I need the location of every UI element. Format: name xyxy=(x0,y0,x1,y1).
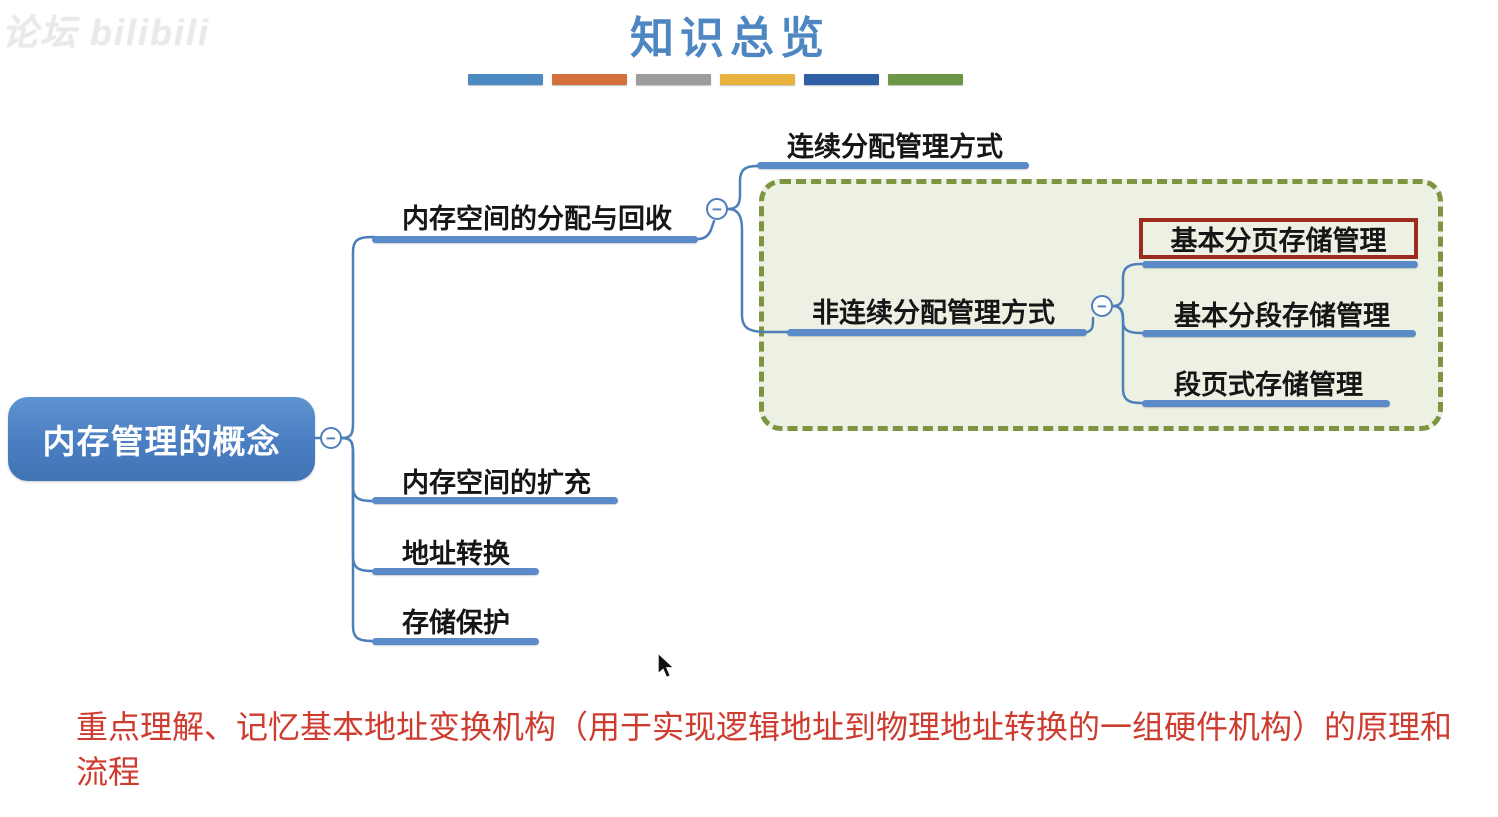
legend-bar xyxy=(804,74,879,85)
legend-bar xyxy=(888,74,963,85)
collapse-icon-noncontiguous[interactable]: − xyxy=(1091,295,1113,317)
node-storage-protection[interactable]: 存储保护 xyxy=(402,608,510,638)
node-line-basic-paging[interactable] xyxy=(1142,261,1418,268)
node-line-address-translation[interactable] xyxy=(372,568,539,575)
node-line-allocation-reclaim[interactable] xyxy=(372,236,698,243)
legend-bar xyxy=(468,74,543,85)
legend-bar xyxy=(720,74,795,85)
node-segmented-paging[interactable]: 段页式存储管理 xyxy=(1174,370,1363,400)
node-contiguous-allocation[interactable]: 连续分配管理方式 xyxy=(787,132,1003,162)
node-basic-paging[interactable]: 基本分页存储管理 xyxy=(1170,226,1387,256)
minus-glyph: − xyxy=(1097,296,1107,316)
mouse-cursor-icon xyxy=(657,652,676,679)
page-title: 知识总览 xyxy=(630,14,830,63)
minus-glyph: − xyxy=(712,199,722,219)
node-memory-management-concept[interactable]: 内存管理的概念 xyxy=(8,397,315,481)
legend-bar xyxy=(552,74,627,85)
node-basic-segmentation[interactable]: 基本分段存储管理 xyxy=(1174,301,1390,331)
node-line-noncontiguous-allocation[interactable] xyxy=(787,329,1087,336)
node-allocation-reclaim[interactable]: 内存空间的分配与回收 xyxy=(402,204,672,234)
key-point-note: 重点理解、记忆基本地址变换机构（用于实现逻辑地址到物理地址转换的一组硬件机构）的… xyxy=(76,705,1466,795)
key-point-note-line2: 流程 xyxy=(76,754,141,790)
node-line-contiguous-allocation[interactable] xyxy=(757,162,1029,169)
node-line-basic-segmentation[interactable] xyxy=(1142,330,1416,337)
collapse-icon-allocation[interactable]: − xyxy=(706,198,728,220)
node-address-translation[interactable]: 地址转换 xyxy=(402,539,510,569)
node-line-storage-protection[interactable] xyxy=(372,638,539,645)
node-line-segmented-paging[interactable] xyxy=(1142,400,1390,407)
root-node-label: 内存管理的概念 xyxy=(42,423,281,460)
key-point-note-line1: 重点理解、记忆基本地址变换机构（用于实现逻辑地址到物理地址转换的一组硬件机构）的… xyxy=(76,709,1453,745)
node-noncontiguous-allocation[interactable]: 非连续分配管理方式 xyxy=(812,298,1055,328)
minus-glyph: − xyxy=(326,428,336,448)
node-line-space-expansion[interactable] xyxy=(372,497,618,504)
legend-bar xyxy=(636,74,711,85)
node-space-expansion[interactable]: 内存空间的扩充 xyxy=(402,468,591,498)
legend-bars xyxy=(468,74,963,85)
collapse-icon-root[interactable]: − xyxy=(320,427,342,449)
highlight-box-basic-paging: 基本分页存储管理 xyxy=(1139,218,1418,259)
bilibili-watermark: 论坛 bilibili xyxy=(2,12,210,53)
